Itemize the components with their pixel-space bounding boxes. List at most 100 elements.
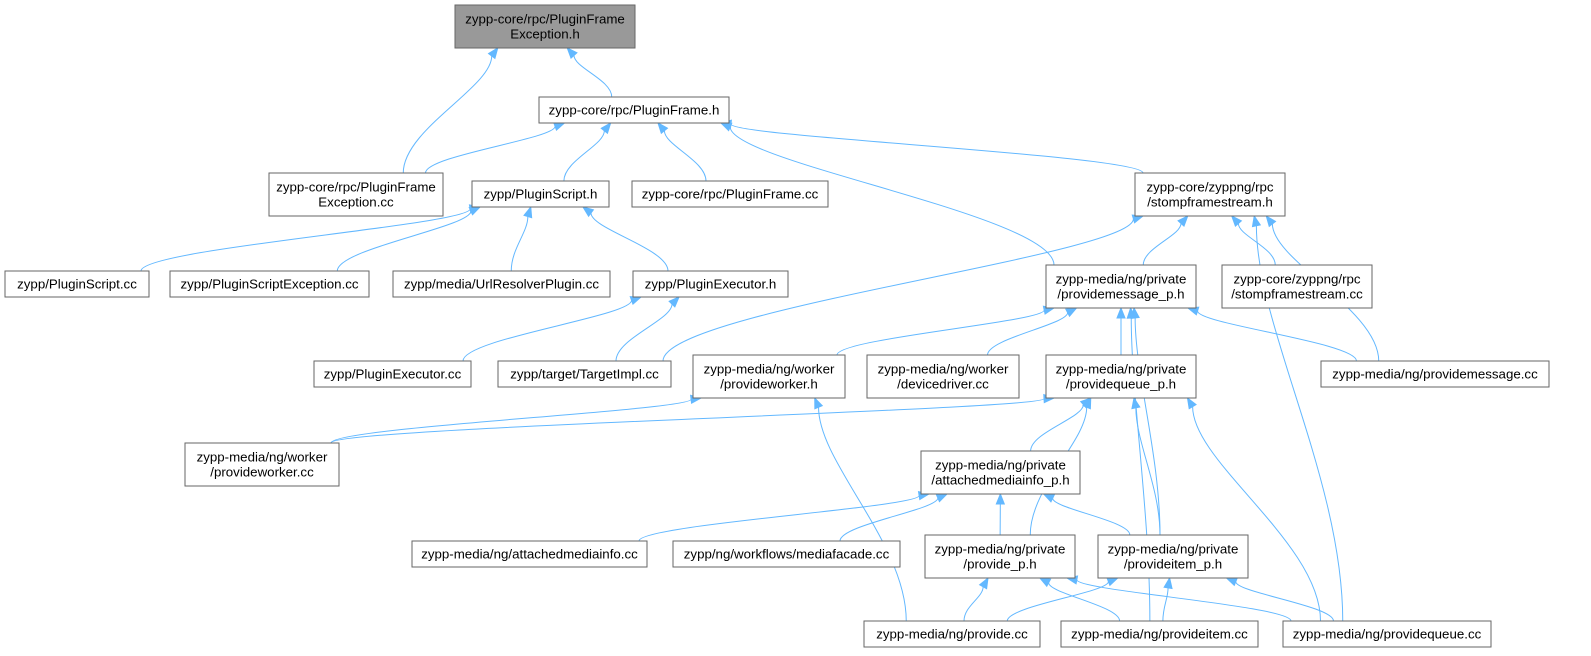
file-node[interactable]: zypp/PluginExecutor.h <box>632 270 789 298</box>
edge-line <box>1030 404 1084 452</box>
file-node[interactable]: zypp/PluginScript.cc <box>4 270 150 298</box>
file-node[interactable]: zypp-core/zyppng/rpc/stompframestream.h <box>1134 172 1286 217</box>
dependency-edge <box>719 122 1055 266</box>
dependency-edge <box>1142 215 1189 266</box>
node-label: zypp-media/ng/worker <box>704 362 835 377</box>
node-label: zypp-media/ng/private <box>1108 542 1239 557</box>
node-label: zypp/PluginScript.cc <box>17 277 137 292</box>
file-node[interactable]: zypp-media/ng/provide.cc <box>863 620 1041 648</box>
node-box <box>1045 264 1197 309</box>
edge-layer <box>140 46 1380 622</box>
node-label: zypp/PluginExecutor.h <box>645 277 777 292</box>
node-box <box>672 540 901 568</box>
dependency-edge <box>987 307 1078 356</box>
node-label: zypp-media/ng/worker <box>878 362 1009 377</box>
node-box <box>1045 354 1197 399</box>
file-node[interactable]: zypp-media/ng/private/attachedmediainfo_… <box>920 450 1081 495</box>
node-box <box>313 360 472 388</box>
arrow-head-icon <box>1042 493 1056 503</box>
edge-line <box>1052 498 1131 536</box>
dependency-edge <box>1130 306 1161 536</box>
node-label: /providequeue_p.h <box>1066 377 1176 392</box>
node-box <box>1060 620 1259 648</box>
file-node[interactable]: zypp-media/ng/provideitem.cc <box>1060 620 1259 648</box>
file-node[interactable]: zypp-media/ng/worker/provideworker.h <box>692 354 846 399</box>
node-box <box>1134 172 1286 217</box>
arrow-head-icon <box>1225 577 1239 587</box>
dependency-edge <box>1065 575 1292 622</box>
node-box <box>866 354 1020 399</box>
arrow-head-icon <box>523 205 533 219</box>
dependency-edge <box>963 576 989 622</box>
dependency-edge <box>425 122 566 174</box>
node-label: zypp-media/ng/attachedmediainfo.cc <box>421 547 638 562</box>
arrow-head-icon <box>1186 396 1197 410</box>
file-node[interactable]: zypp-media/ng/private/providequeue_p.h <box>1045 354 1197 399</box>
dependency-edge <box>1162 576 1173 622</box>
dependency-edge <box>1042 493 1131 536</box>
edge-line <box>1192 406 1321 622</box>
file-node[interactable]: zypp-media/ng/providemessage.cc <box>1320 360 1550 388</box>
dependency-edge <box>581 206 669 272</box>
arrow-head-icon <box>1116 306 1126 319</box>
file-node[interactable]: zypp-core/rpc/PluginFrame.cc <box>631 180 829 208</box>
edge-line <box>615 304 673 362</box>
node-box <box>632 270 789 298</box>
file-node[interactable]: zypp-core/zyppng/rpc/stompframestream.cc <box>1221 264 1373 309</box>
edge-line <box>638 495 920 542</box>
dependency-edge <box>1186 396 1321 622</box>
file-node[interactable]: zypp/ng/workflows/mediafacade.cc <box>672 540 901 568</box>
node-label: zypp-media/ng/private <box>935 458 1066 473</box>
node-label: Exception.h <box>510 27 579 42</box>
arrow-head-icon <box>995 492 1006 505</box>
file-node[interactable]: zypp-media/ng/providequeue.cc <box>1282 620 1492 648</box>
arrow-head-icon <box>600 121 612 135</box>
dependency-edge <box>336 206 482 272</box>
dependency-edge <box>330 394 703 444</box>
edge-line <box>729 126 1055 266</box>
edge-line <box>662 218 1134 362</box>
node-box <box>268 172 444 217</box>
arrow-head-icon <box>1065 307 1078 318</box>
file-node[interactable]: zypp-media/ng/attachedmediainfo.cc <box>411 540 648 568</box>
edge-line <box>1142 223 1182 266</box>
dependency-edge <box>402 46 499 174</box>
node-box <box>454 4 636 49</box>
node-box <box>692 354 846 399</box>
file-node[interactable]: zypp-core/rpc/PluginFrame.h <box>538 96 730 124</box>
file-node[interactable]: zypp-media/ng/worker/provideworker.cc <box>184 442 340 487</box>
file-node[interactable]: zypp-media/ng/private/providemessage_p.h <box>1045 264 1197 309</box>
edge-line <box>563 130 605 182</box>
edge-line <box>462 300 633 362</box>
arrow-head-icon <box>1265 214 1277 228</box>
edge-line <box>1134 317 1161 536</box>
node-label: zypp-media/ng/providemessage.cc <box>1332 367 1538 382</box>
edge-line <box>590 212 669 272</box>
file-node[interactable]: zypp/media/UrlResolverPlugin.cc <box>392 270 611 298</box>
node-label: zypp-core/rpc/PluginFrame <box>276 180 436 195</box>
node-label: zypp-core/rpc/PluginFrame <box>465 12 625 27</box>
edge-line <box>336 210 472 272</box>
file-node[interactable]: zypp-media/ng/worker/devicedriver.cc <box>866 354 1020 399</box>
file-node[interactable]: zypp/PluginScriptException.cc <box>169 270 370 298</box>
node-label: zypp/media/UrlResolverPlugin.cc <box>404 277 599 292</box>
file-node[interactable]: zypp-media/ng/private/provideitem_p.h <box>1097 534 1249 579</box>
edge-line <box>987 312 1069 356</box>
node-box <box>1097 534 1249 579</box>
file-node[interactable]: zypp/PluginScript.h <box>471 180 610 208</box>
arrow-head-icon <box>566 47 578 59</box>
edge-line <box>839 497 939 542</box>
arrow-head-icon <box>719 122 733 132</box>
node-label: /provide_p.h <box>963 557 1036 572</box>
edge-line <box>836 309 1045 356</box>
node-label: zypp/ng/workflows/mediafacade.cc <box>684 547 890 562</box>
file-node[interactable]: zypp/PluginExecutor.cc <box>313 360 472 388</box>
node-box <box>920 450 1081 495</box>
edge-line <box>818 407 907 622</box>
file-node[interactable]: zypp-media/ng/private/provide_p.h <box>924 534 1076 579</box>
node-box <box>1320 360 1550 388</box>
file-node[interactable]: zypp/target/TargetImpl.cc <box>497 360 672 388</box>
node-label: zypp/PluginScript.h <box>484 187 598 202</box>
